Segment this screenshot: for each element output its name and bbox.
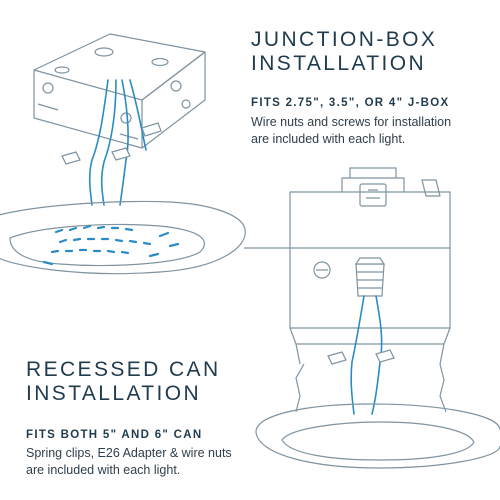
can-light-fixture-icon xyxy=(255,403,500,469)
junction-box-title: JUNCTION-BOX INSTALLATION xyxy=(251,28,491,76)
junction-box-subtitle: FITS 2.75", 3.5", OR 4" J-BOX xyxy=(251,97,450,109)
junction-box-icon xyxy=(33,33,206,149)
can-wire-nuts xyxy=(327,349,395,365)
junction-box-description-line1: Wire nuts and screws for installation xyxy=(251,115,452,129)
recessed-can-subtitle: FITS BOTH 5" AND 6" CAN xyxy=(26,429,203,441)
recessed-can-description-line2: are included with each light. xyxy=(26,463,181,477)
recessed-can-title: RECESSED CAN INSTALLATION xyxy=(26,358,286,406)
recessed-can-description-line1: Spring clips, E26 Adapter & wire nuts xyxy=(26,446,232,460)
recessed-can-title-line2: INSTALLATION xyxy=(26,382,202,405)
junction-box-title-line1: JUNCTION-BOX xyxy=(251,28,438,51)
spring-clip-icon xyxy=(295,363,447,413)
junction-box-title-line2: INSTALLATION xyxy=(251,52,427,75)
recessed-can-title-line1: RECESSED CAN xyxy=(26,358,221,381)
wire-nut-icon xyxy=(61,122,162,165)
junction-box-description: Wire nuts and screws for installation ar… xyxy=(251,114,491,148)
led-pattern xyxy=(42,224,180,266)
junction-box-description-line2: are included with each light. xyxy=(251,132,406,146)
e26-socket-icon xyxy=(354,257,386,297)
recessed-can-icon xyxy=(289,167,451,365)
recessed-can-description: Spring clips, E26 Adapter & wire nuts ar… xyxy=(26,445,286,479)
junction-wires xyxy=(88,79,147,206)
